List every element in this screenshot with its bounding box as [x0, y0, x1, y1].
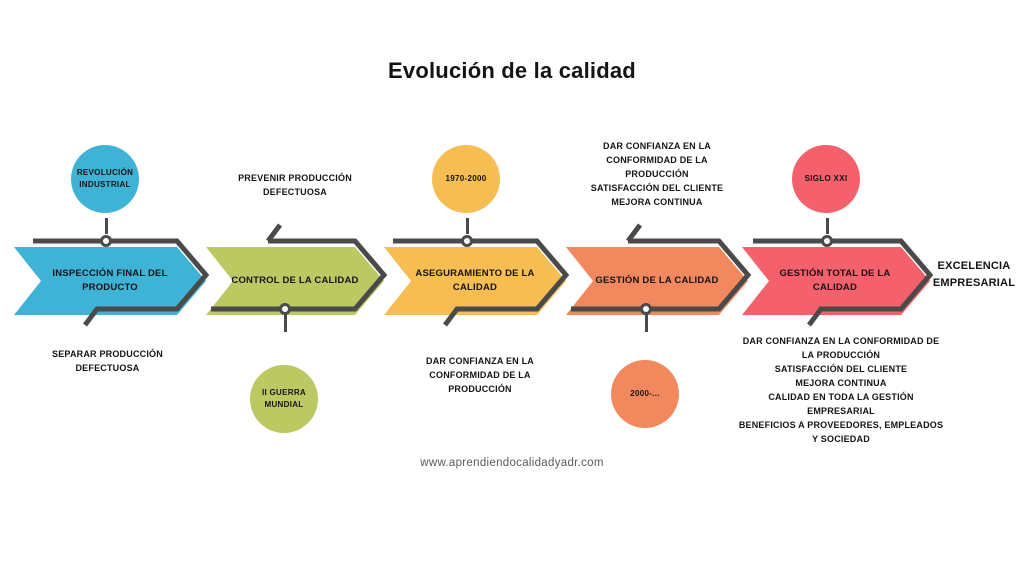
stage-circle-siglo-xxi[interactable]: SIGLO XXI	[792, 145, 860, 213]
connector-stub-1	[105, 218, 108, 234]
stage-circle-1970-2000[interactable]: 1970-2000	[432, 145, 500, 213]
chevron-aseguramiento[interactable]	[384, 247, 566, 315]
page-title: Evolución de la calidad	[388, 58, 636, 83]
connector-ring-3	[461, 235, 473, 247]
circle-text: II GUERRA MUNDIAL	[261, 388, 307, 409]
note-stage3-bottom: DAR CONFIANZA EN LA CONFORMIDAD DE LA PR…	[426, 356, 534, 394]
circle-text: REVOLUCIÓN INDUSTRIAL	[76, 168, 134, 189]
circle-text: 1970-2000	[445, 174, 487, 183]
note-stage2-top: PREVENIR PRODUCCIÓN DEFECTUOSA	[238, 173, 352, 197]
connector-ring-4	[640, 303, 652, 315]
connector-stub-4	[645, 314, 648, 332]
chevron-gestion-total[interactable]	[742, 247, 930, 315]
chevron-gestion[interactable]	[566, 247, 748, 315]
connector-stub-5	[826, 218, 829, 234]
circle-text: SIGLO XXI	[804, 174, 848, 183]
connector-ring-5	[821, 235, 833, 247]
circle-text: 2000-...	[630, 389, 660, 398]
note-stage4-top: DAR CONFIANZA EN LA CONFORMIDAD DE LA PR…	[590, 141, 724, 207]
note-stage1-bottom: SEPARAR PRODUCCIÓN DEFECTUOSA	[52, 349, 163, 373]
connector-ring-1	[100, 235, 112, 247]
stage-circle-revolucion-industrial[interactable]: REVOLUCIÓN INDUSTRIAL	[71, 145, 139, 213]
connector-stub-2	[284, 314, 287, 332]
connector-ring-2	[279, 303, 291, 315]
outcome-excelencia-empresarial: EXCELENCIA EMPRESARIAL	[932, 260, 1016, 289]
connector-stub-3	[466, 218, 469, 234]
chevron-control[interactable]	[206, 247, 384, 315]
chevron-inspeccion[interactable]	[14, 247, 206, 315]
stage-circle-ii-guerra-mundial[interactable]: II GUERRA MUNDIAL	[250, 365, 318, 433]
stage-circle-2000[interactable]: 2000-...	[611, 360, 679, 428]
note-stage5-bottom: DAR CONFIANZA EN LA CONFORMIDAD DE LA PR…	[738, 336, 944, 444]
footer-url[interactable]: www.aprendiendocalidadyadr.com	[420, 457, 604, 469]
